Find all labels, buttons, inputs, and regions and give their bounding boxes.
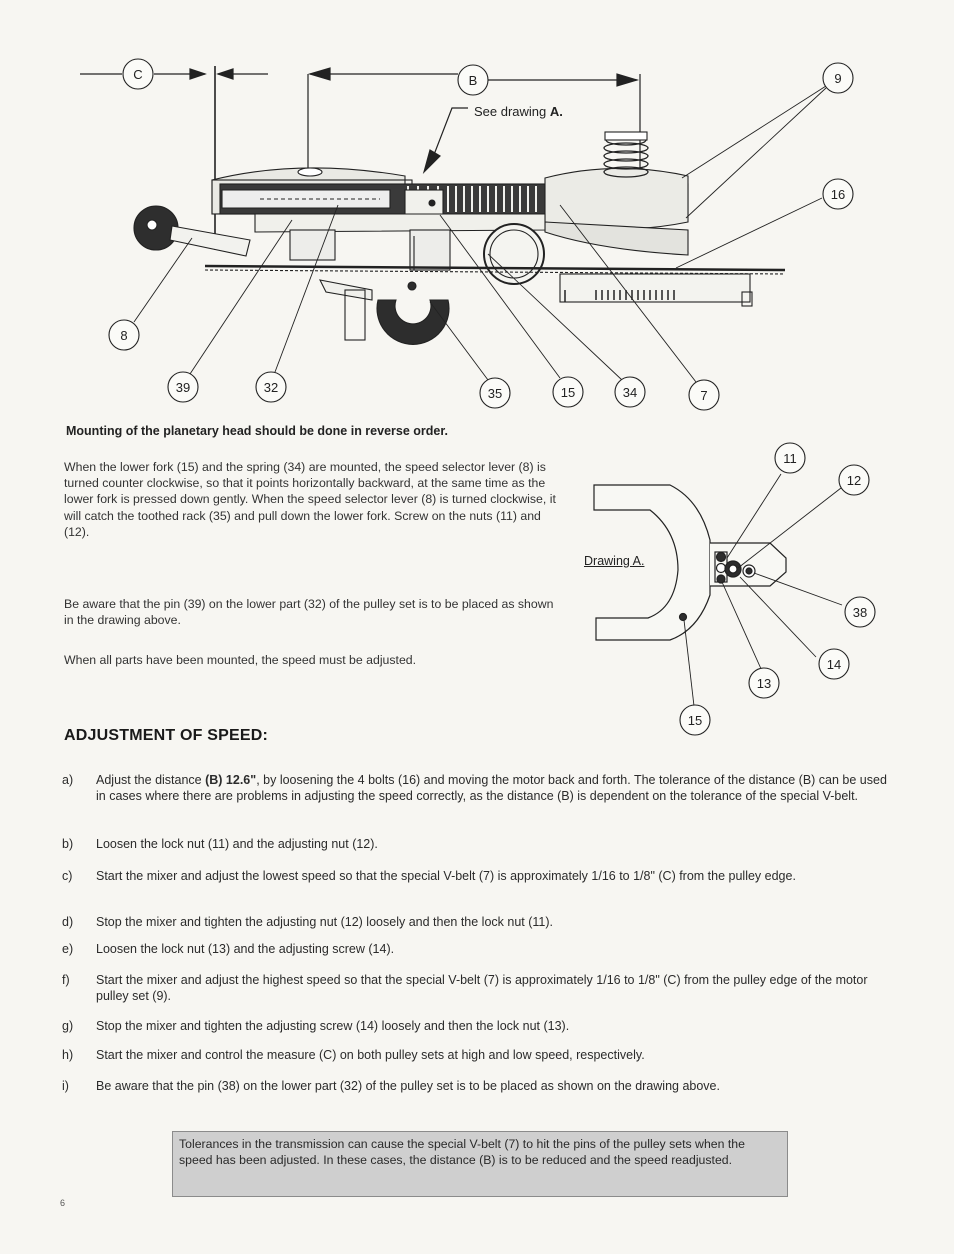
callout-34: 34 <box>623 385 637 400</box>
step-letter: g) <box>62 1019 74 1033</box>
step-letter: b) <box>62 837 74 851</box>
callout-38: 38 <box>853 605 867 620</box>
callout-14: 14 <box>827 657 841 672</box>
step-text: Start the mixer and adjust the lowest sp… <box>96 869 796 883</box>
step-e: e) Loosen the lock nut (13) and the adju… <box>62 941 888 959</box>
drawing-a-fork: 11 12 38 14 13 15 <box>593 442 876 736</box>
callout-35: 35 <box>488 386 502 401</box>
step-d: d) Stop the mixer and tighten the adjust… <box>62 914 888 932</box>
step-letter: i) <box>62 1079 69 1093</box>
step-text: Stop the mixer and tighten the adjusting… <box>96 1019 570 1033</box>
callout-15-drawing-a: 15 <box>688 713 702 728</box>
step-text: Loosen the lock nut (11) and the adjusti… <box>96 837 378 851</box>
callout-b: B <box>469 73 478 88</box>
step-f: f) Start the mixer and adjust the highes… <box>62 972 888 1006</box>
mounting-paragraph-1: When the lower fork (15) and the spring … <box>64 460 556 539</box>
callout-32: 32 <box>264 380 278 395</box>
callout-13: 13 <box>757 676 771 691</box>
tolerance-note: Tolerances in the transmission can cause… <box>172 1131 788 1197</box>
step-c: c) Start the mixer and adjust the lowest… <box>62 868 888 902</box>
callout-11: 11 <box>783 451 797 466</box>
drawing-a-label: Drawing A. <box>584 554 645 568</box>
step-b: b) Loosen the lock nut (11) and the adju… <box>62 836 888 854</box>
step-letter: d) <box>62 915 74 929</box>
mounting-heading: Mounting of the planetary head should be… <box>66 424 449 438</box>
callout-9: 9 <box>834 71 841 86</box>
step-letter: e) <box>62 942 74 956</box>
step-text: Loosen the lock nut (13) and the adjusti… <box>96 942 395 956</box>
transmission-diagram: C B 9 16 8 39 32 35 15 34 7 See drawing … <box>80 58 854 411</box>
callout-15: 15 <box>561 385 575 400</box>
step-h: h) Start the mixer and control the measu… <box>62 1047 888 1065</box>
callout-39: 39 <box>176 380 190 395</box>
step-letter: a) <box>62 773 74 787</box>
mounting-paragraph-3: When all parts have been mounted, the sp… <box>64 653 417 667</box>
see-drawing-note: See drawing A. <box>474 104 563 119</box>
step-g: g) Stop the mixer and tighten the adjust… <box>62 1018 888 1036</box>
step-text: Be aware that the pin (38) on the lower … <box>96 1079 720 1093</box>
step-letter: f) <box>62 973 70 987</box>
callout-7: 7 <box>700 388 707 403</box>
callout-12: 12 <box>847 473 861 488</box>
callout-8: 8 <box>120 328 127 343</box>
step-letter: c) <box>62 869 73 883</box>
step-text: Stop the mixer and tighten the adjusting… <box>96 915 553 929</box>
page-number: 6 <box>60 1198 66 1208</box>
step-text: Start the mixer and control the measure … <box>96 1048 645 1062</box>
step-a: a) Adjust the distance (B) 12.6", by loo… <box>62 772 888 822</box>
step-text: Start the mixer and adjust the highest s… <box>96 973 868 1003</box>
mounting-paragraph-2: Be aware that the pin (39) on the lower … <box>64 597 554 628</box>
callout-16: 16 <box>831 187 845 202</box>
step-i: i) Be aware that the pin (38) on the low… <box>62 1078 888 1112</box>
callout-c: C <box>133 67 142 82</box>
step-letter: h) <box>62 1048 74 1062</box>
adjustment-heading: ADJUSTMENT OF SPEED: <box>64 727 269 744</box>
step-text: Adjust the distance (B) 12.6", by loosen… <box>96 773 887 803</box>
